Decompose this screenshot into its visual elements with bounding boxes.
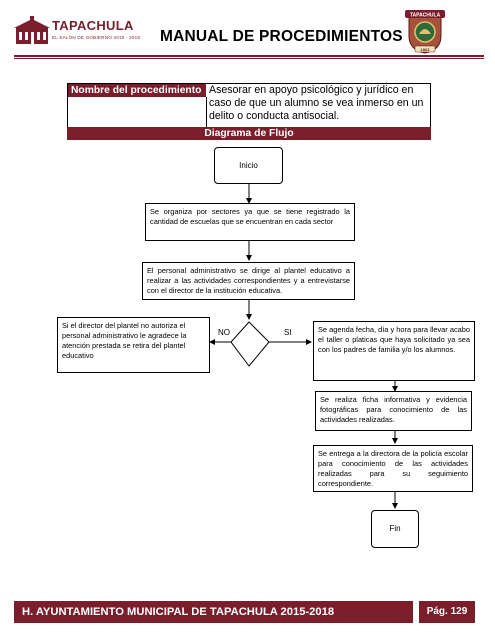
seal-year: 1863: [421, 47, 431, 52]
procedure-name-label: Nombre del procedimiento: [68, 84, 206, 97]
start-terminal: Inicio: [214, 147, 283, 184]
header-rule: [14, 55, 484, 57]
footer-organization: H. AYUNTAMIENTO MUNICIPAL DE TAPACHULA 2…: [14, 601, 413, 623]
step-organize-sectors: Se organiza por sectores ya que se tiene…: [145, 203, 355, 241]
step-no-authorization: Si el director del plantel no autoriza e…: [57, 317, 210, 373]
header-rule-thin: [14, 58, 484, 59]
seal-text: TAPACHULA: [410, 13, 441, 19]
logo-tagline: EL SALÓN DE GOBIERNO 2015 · 2018: [52, 35, 141, 40]
step-visit-school: El personal administrativo se dirige al …: [142, 262, 355, 300]
seal-emblem-icon: TAPACHULA 1863: [405, 10, 445, 54]
end-label: Fin: [389, 524, 401, 533]
procedure-name-value: Asesorar en apoyo psicológico y jurídico…: [209, 84, 424, 122]
document-title: MANUAL DE PROCEDIMIENTOS: [160, 28, 403, 45]
diagram-title: Diagrama de Flujo: [67, 127, 431, 140]
municipal-seal: TAPACHULA 1863: [403, 8, 447, 54]
label-yes: SI: [284, 328, 292, 337]
logo-name: TAPACHULA: [52, 18, 134, 33]
step-schedule-workshop: Se agenda fecha, día y hora para llevar …: [313, 321, 475, 381]
step-report-evidence: Se realiza ficha informativa y evidencia…: [315, 391, 472, 431]
municipal-logo: TAPACHULA EL SALÓN DE GOBIERNO 2015 · 20…: [14, 14, 140, 48]
page-number: Pág. 129: [419, 601, 475, 623]
end-terminal: Fin: [371, 510, 419, 548]
start-label: Inicio: [239, 161, 258, 170]
procedure-table: Nombre del procedimiento Asesorar en apo…: [67, 83, 431, 129]
label-no: NO: [218, 328, 230, 337]
decision-diamond: [230, 321, 270, 367]
step-deliver-to-police: Se entrega a la directora de la policía …: [313, 445, 473, 492]
label-column: [68, 97, 207, 128]
city-hall-icon: [14, 16, 50, 44]
